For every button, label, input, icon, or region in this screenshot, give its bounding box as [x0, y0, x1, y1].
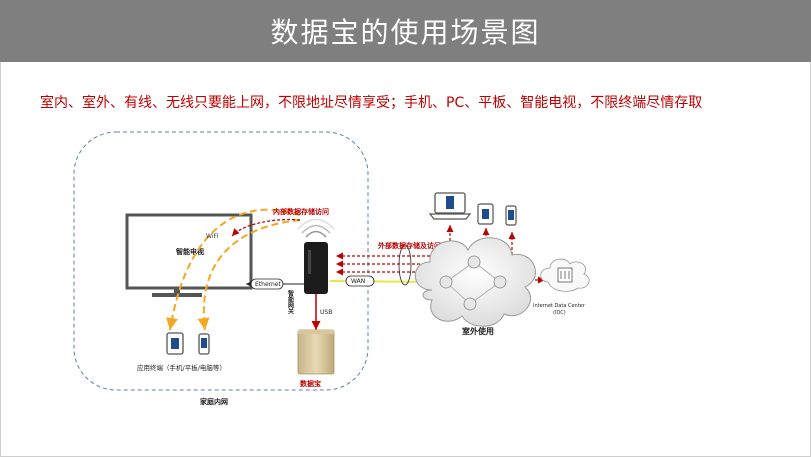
router-icon	[297, 218, 335, 294]
tv-label: 智能电视	[176, 247, 204, 256]
storage-device-icon	[297, 329, 335, 375]
ethernet-tag	[250, 278, 284, 290]
wan-tag	[345, 275, 375, 287]
ethernet-label: Ethernet	[255, 281, 281, 288]
home-lan-boundary	[73, 131, 369, 391]
wifi-label: WiFi	[206, 233, 218, 240]
subtitle-text: 室内、室外、有线、无线只要能上网，不限地址尽情享受；手机、PC、平板、智能电视，…	[40, 95, 703, 111]
usb-label: USB	[320, 309, 332, 316]
idc-label-2: (IDC)	[553, 310, 566, 316]
idc-label-1: Internet Data Center	[533, 303, 586, 309]
cloud-icon	[414, 237, 536, 327]
wan-bundle-ring	[398, 244, 412, 286]
wan-label: WAN	[351, 278, 365, 285]
server-icon	[540, 258, 590, 292]
lan-label: 家庭内网	[200, 397, 228, 406]
cloud-label: 室外使用	[462, 326, 494, 336]
phone-icon	[198, 333, 210, 355]
external-access-label: 外部数据存储及访问	[378, 241, 441, 250]
terminals-label: 应用终端（手机/平板/电脑等）	[137, 363, 226, 372]
wifi-arc-tv	[166, 208, 301, 331]
router-label: 智能网关	[287, 289, 294, 315]
laptop-icon	[428, 192, 472, 220]
page-title: 数据宝的使用场景图	[270, 16, 541, 49]
title-bar: 数据宝的使用场景图	[0, 0, 811, 62]
internal-access-arrow	[231, 218, 301, 237]
internal-access-label: 内部数据存储访问	[273, 207, 329, 216]
device-label: 数据宝	[300, 379, 321, 388]
phone-icon	[505, 205, 517, 226]
tablet-icon	[477, 203, 494, 225]
tv-icon	[125, 213, 253, 297]
tablet-icon	[166, 332, 184, 355]
